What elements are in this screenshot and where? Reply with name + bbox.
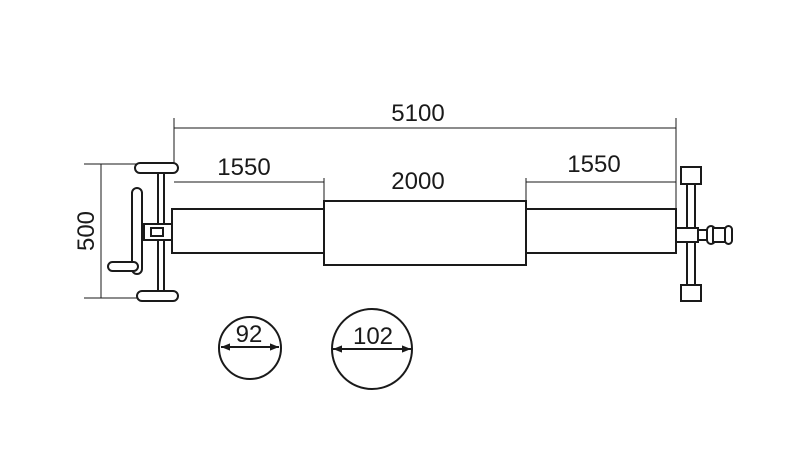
small-diameter-label: 92 xyxy=(236,321,263,348)
right-tube xyxy=(525,208,677,254)
dimension-left-section: 1550 xyxy=(174,154,325,202)
left-top-foot xyxy=(134,162,179,174)
overall-length-label: 5100 xyxy=(391,100,444,127)
right-axle-cap xyxy=(724,225,733,245)
dimension-right-section: 1550 xyxy=(525,151,676,202)
roller-body xyxy=(171,200,677,266)
left-bottom-foot xyxy=(136,290,179,302)
diameter-small: 92 xyxy=(218,316,282,380)
right-bearing xyxy=(675,227,699,243)
center-drum xyxy=(323,200,527,266)
large-diameter-label: 102 xyxy=(353,323,393,350)
crank-grip-icon xyxy=(107,261,139,272)
dimension-overall-length: 5100 xyxy=(173,100,677,225)
crank-handle-icon xyxy=(131,187,143,275)
dimension-height: 500 xyxy=(73,163,150,299)
height-label: 500 xyxy=(73,211,100,251)
right-top-foot xyxy=(680,166,702,185)
right-bottom-foot xyxy=(680,284,702,302)
left-crank-stand xyxy=(107,162,179,302)
left-tube xyxy=(171,208,327,254)
right-stand xyxy=(675,166,733,302)
left-section-label: 1550 xyxy=(217,154,270,181)
left-bearing-inner xyxy=(150,227,164,237)
center-section-label: 2000 xyxy=(391,168,444,195)
right-section-label: 1550 xyxy=(567,151,620,178)
diameter-large: 102 xyxy=(331,308,413,390)
